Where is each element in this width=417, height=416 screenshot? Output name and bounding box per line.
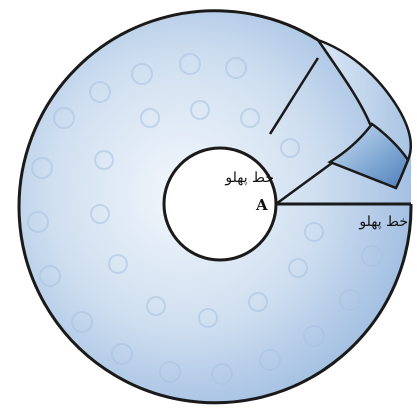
inner-hole — [162, 146, 278, 262]
slit-upper-edge — [275, 161, 333, 206]
side-line-label-upper: خط پهلو — [224, 170, 274, 186]
swirl-texture — [27, 53, 383, 385]
folded-flap — [327, 122, 410, 190]
side-line-label-lower: خط پهلو — [358, 214, 408, 230]
fold-line — [268, 57, 320, 135]
disk-outer-outline — [17, 9, 413, 405]
disk-body — [19, 12, 412, 405]
point-a-label: A — [255, 196, 268, 214]
